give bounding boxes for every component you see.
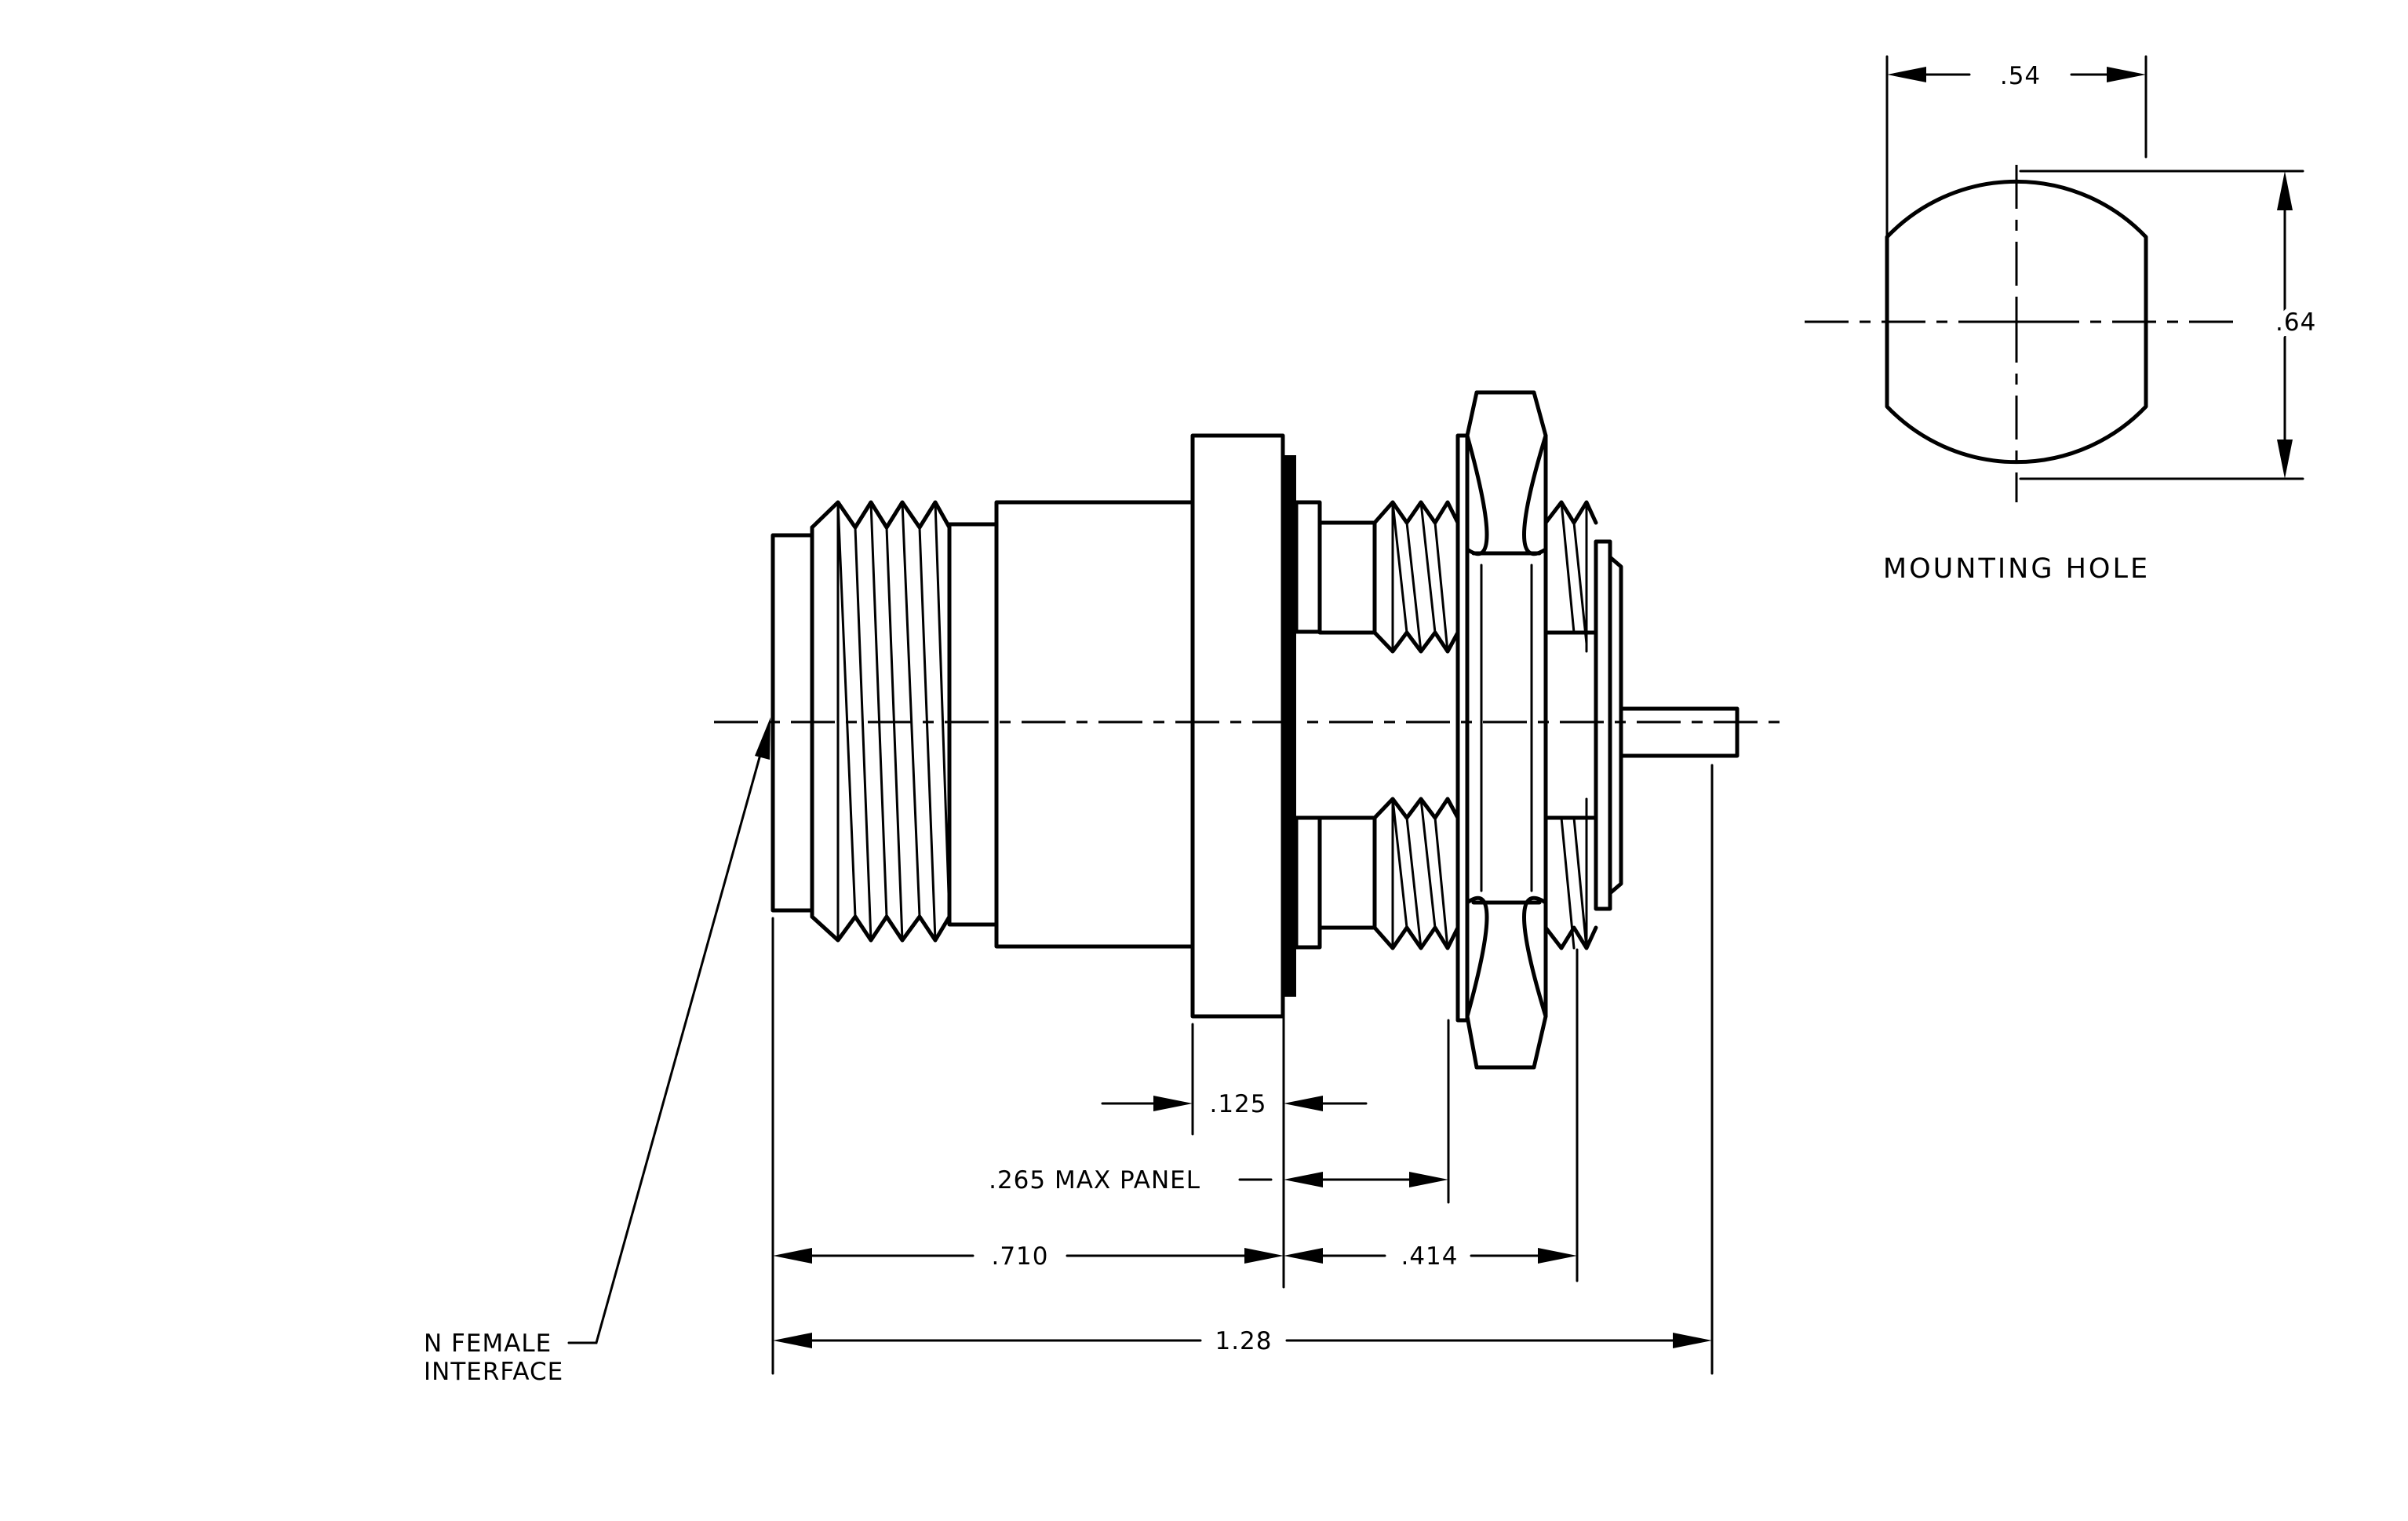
hole-height-label: .64 <box>2275 308 2316 337</box>
dim-rear-length-label: .414 <box>1401 1242 1458 1271</box>
mounting-hole-view: .54 .64 MOUNTING HOLE <box>1805 55 2321 585</box>
rear-thread-upper <box>1294 500 1460 654</box>
n-female-interface-body <box>770 500 1195 949</box>
dim-max-panel-label: .265 MAX PANEL <box>989 1166 1200 1195</box>
dim-flange-thickness-label: .125 <box>1209 1090 1266 1118</box>
rear-thread-lower <box>1294 797 1460 950</box>
hole-width-label: .54 <box>2000 62 2041 90</box>
n-female-callout: N FEMALE INTERFACE <box>424 717 770 1386</box>
dim-max-panel: .265 MAX PANEL <box>989 1166 1448 1195</box>
rear-threads-behind-nut <box>1543 500 1623 950</box>
gasket <box>1284 455 1296 997</box>
dim-front-length: .710 <box>773 1242 1284 1271</box>
dim-flange-thickness: .125 <box>1101 1090 1368 1118</box>
callout-line1: N FEMALE <box>424 1330 552 1358</box>
extension-lines <box>771 764 1714 1375</box>
dim-front-length-label: .710 <box>991 1242 1048 1271</box>
dim-overall-length-label: 1.28 <box>1215 1327 1272 1355</box>
dim-overall-length: 1.28 <box>773 1327 1712 1355</box>
flange <box>1190 433 1296 1019</box>
callout-line2: INTERFACE <box>424 1358 563 1386</box>
solder-pin <box>1619 706 1740 758</box>
hex-nut <box>1465 390 1548 1070</box>
dim-rear-length: .414 <box>1284 1242 1577 1271</box>
mounting-hole-caption: MOUNTING HOLE <box>1883 553 2150 585</box>
mounting-hole-outline <box>1885 179 2148 465</box>
